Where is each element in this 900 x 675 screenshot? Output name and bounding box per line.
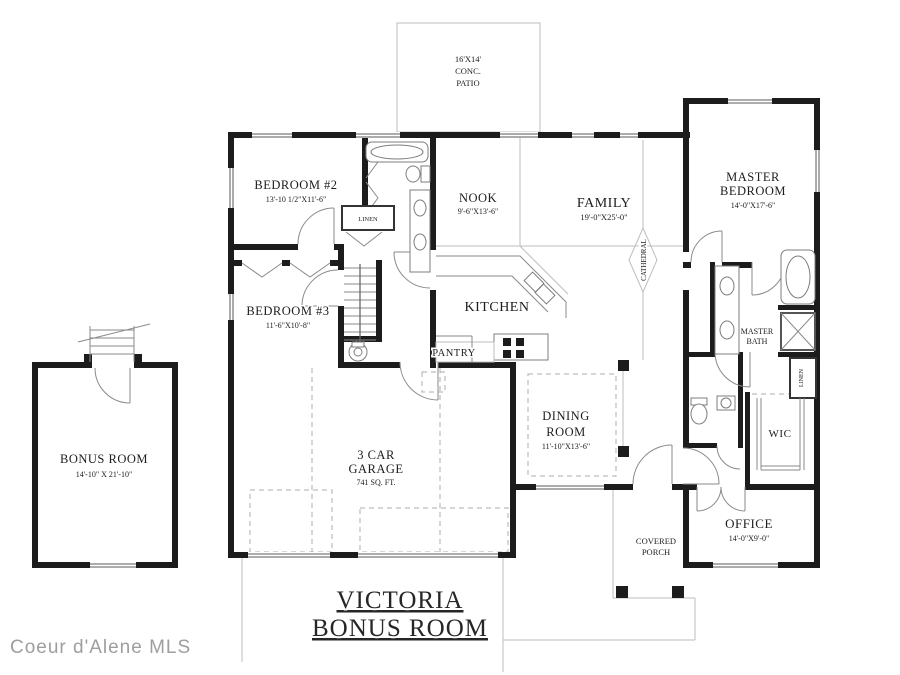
- patio-label-line1: 16'X14': [455, 54, 482, 64]
- toilet: [690, 403, 708, 425]
- linen-closet: [341, 205, 395, 231]
- linen-closet-master: [789, 357, 817, 399]
- toilet: [405, 165, 421, 183]
- ceiling-lines: [433, 138, 683, 446]
- room-label-bedroom3: BEDROOM #3: [246, 304, 329, 318]
- kitchen-sink: [534, 283, 556, 305]
- walls: [32, 98, 820, 598]
- burner: [503, 338, 511, 346]
- room-label-garage-line1: 3 CAR: [357, 448, 395, 462]
- label-cathedral: CATHEDRAL: [640, 239, 648, 281]
- room-label-porch-line2: PORCH: [642, 547, 670, 557]
- label-linen-master: LINEN: [799, 368, 805, 387]
- room-dims-dining: 11'-10"X13'-6": [542, 442, 590, 451]
- room-label-bedroom2: BEDROOM #2: [254, 178, 337, 192]
- room-label-garage-line2: GARAGE: [348, 462, 403, 476]
- dashed-details: [249, 368, 812, 553]
- doors: [94, 145, 786, 512]
- patio-label-line3: PATIO: [456, 78, 479, 88]
- patio-label-line2: CONC.: [455, 66, 481, 76]
- plan-title-line2: BONUS ROOM: [312, 615, 488, 642]
- sink: [719, 320, 735, 340]
- room-label-bonus: BONUS ROOM: [60, 452, 148, 466]
- windows: [90, 98, 820, 568]
- room-label-pantry: PANTRY: [432, 348, 475, 359]
- sink: [719, 276, 735, 296]
- room-label-master-line1: MASTER: [726, 170, 780, 184]
- room-label-family: FAMILY: [577, 196, 631, 211]
- sink: [413, 199, 427, 217]
- room-dims-master: 14'-0"X17'-6": [731, 201, 776, 210]
- room-label-master-bath-line2: BATH: [747, 337, 768, 346]
- fixtures: [77, 141, 817, 471]
- room-label-wic: WIC: [769, 428, 792, 440]
- title-block: VICTORIA BONUS ROOM: [310, 585, 489, 644]
- stairs-main: [344, 264, 376, 348]
- room-label-kitchen: KITCHEN: [465, 300, 530, 315]
- garage-door: [248, 552, 330, 558]
- watermark: Coeur d'Alene MLS: [10, 637, 191, 658]
- room-label-dining-line1: DINING: [542, 409, 589, 423]
- room-dims-nook: 9'-6"X13'-6": [458, 207, 499, 216]
- garage-door: [358, 552, 498, 558]
- room-label-nook: NOOK: [459, 191, 497, 205]
- burner: [516, 338, 524, 346]
- room-label-porch-line1: COVERED: [636, 536, 676, 546]
- toilet-tank: [420, 165, 431, 183]
- burner: [503, 350, 511, 358]
- room-label-office: OFFICE: [725, 516, 773, 531]
- room-dims-family: 19'-0"X25'-0": [580, 212, 627, 222]
- kitchen-counter: [436, 255, 567, 318]
- label-linen-hall: LINEN: [358, 216, 378, 223]
- room-dims-bedroom2: 13'-10 1/2"X11'-6": [266, 195, 326, 204]
- room-labels: 16'X14' CONC. PATIO BEDROOM #2 13'-10 1/…: [58, 53, 806, 559]
- room-label-master-bath-line1: MASTER: [741, 327, 774, 336]
- room-dims-bedroom3: 11'-6"X10'-8": [266, 321, 310, 330]
- burner: [516, 350, 524, 358]
- room-label-master-line2: BEDROOM: [720, 184, 786, 198]
- room-dims-garage: 741 SQ. FT.: [357, 478, 396, 487]
- plan-title-line1: VICTORIA: [337, 587, 464, 614]
- room-dims-bonus: 14'-10" X 21'-10": [76, 470, 133, 479]
- stairs-bonus: [77, 323, 151, 362]
- sink: [413, 233, 427, 251]
- room-dims-office: 14'-0"X9'-0": [729, 534, 770, 543]
- room-label-dining-line2: ROOM: [546, 425, 586, 439]
- wic-shelves: [756, 398, 805, 471]
